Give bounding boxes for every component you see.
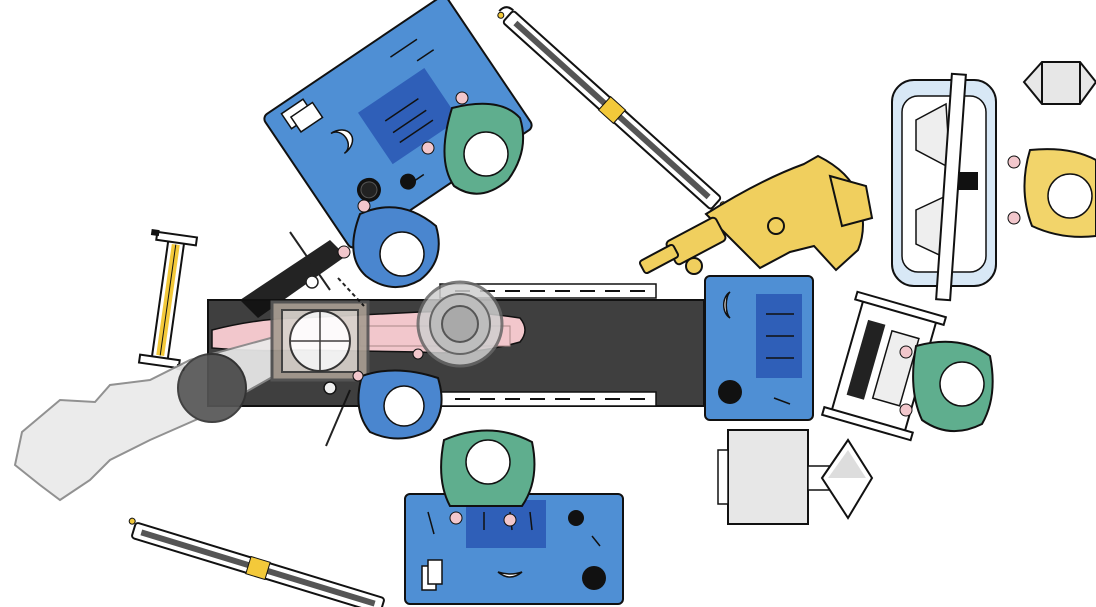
instrument-table-right [705,276,813,420]
surgical-light [418,282,502,366]
anesthesiologist [1008,149,1096,237]
cart-workstation [718,430,872,524]
side-rail-bottom [124,517,392,607]
side-rail-top [495,3,730,217]
c-arm [15,232,368,500]
anesthesia-machine [892,74,996,300]
iv-pole [133,229,203,371]
cart-operator [900,342,993,431]
door-marker [1024,62,1096,104]
instrument-table-bottom [405,494,623,604]
